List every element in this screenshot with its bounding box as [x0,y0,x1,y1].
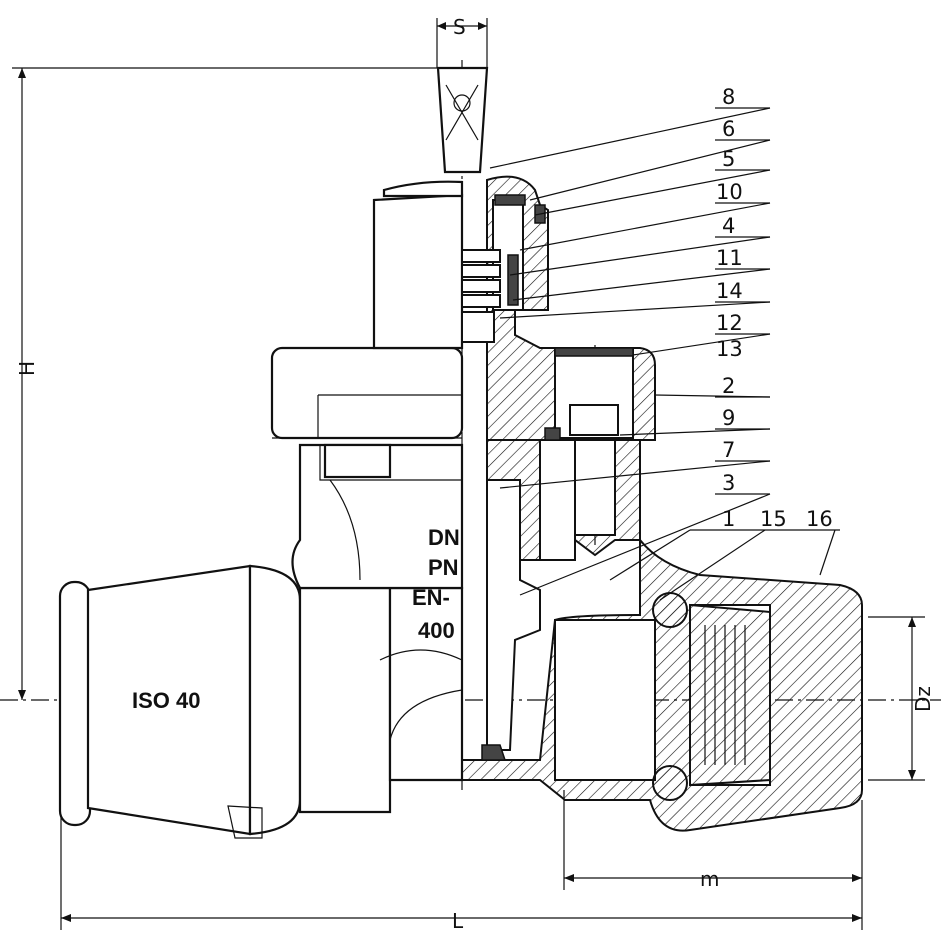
valve-section [461,175,863,832]
callout-4: 4 [722,214,735,238]
dimension-l: L [60,700,862,933]
marking-dn: DN [428,525,460,550]
pipe-marking: ISO 40 [132,688,200,713]
callout-9: 9 [722,406,735,430]
marking-en: EN- [412,585,450,610]
dimension-s: S [436,15,488,68]
valve-body-exterior: DN PN EN- 400 [291,443,464,782]
callout-7: 7 [722,438,735,462]
callout-3: 3 [722,471,735,495]
callout-1: 1 [722,507,735,531]
callout-leaders [489,107,840,601]
callout-13: 13 [716,337,743,361]
dimension-dz: Dz [868,616,935,781]
callout-12: 12 [716,311,743,335]
callout-2: 2 [722,374,735,398]
callout-6: 6 [722,117,735,141]
marking-pn: PN [428,555,459,580]
callout-5: 5 [722,147,735,171]
callout-8: 8 [722,85,735,109]
callout-16: 16 [806,507,833,531]
marking-code: 400 [418,618,455,643]
dimension-label-s: S [453,15,466,39]
dimension-label-l: L [452,909,464,933]
callout-labels: 8 6 5 10 4 11 14 12 13 2 9 7 3 1 15 16 [716,85,833,531]
callout-11: 11 [716,246,743,270]
callout-10: 10 [716,180,743,204]
dimension-label-dz: Dz [911,686,935,712]
dimension-label-m: m [700,867,719,891]
callout-14: 14 [716,279,743,303]
left-spigot: ISO 40 [58,564,392,839]
dimension-m: m [563,790,863,930]
callout-15: 15 [760,507,787,531]
dimension-label-h: H [15,361,39,376]
dimension-h: H [12,67,440,700]
operating-nut [436,66,489,174]
bonnet-exterior [270,180,464,440]
